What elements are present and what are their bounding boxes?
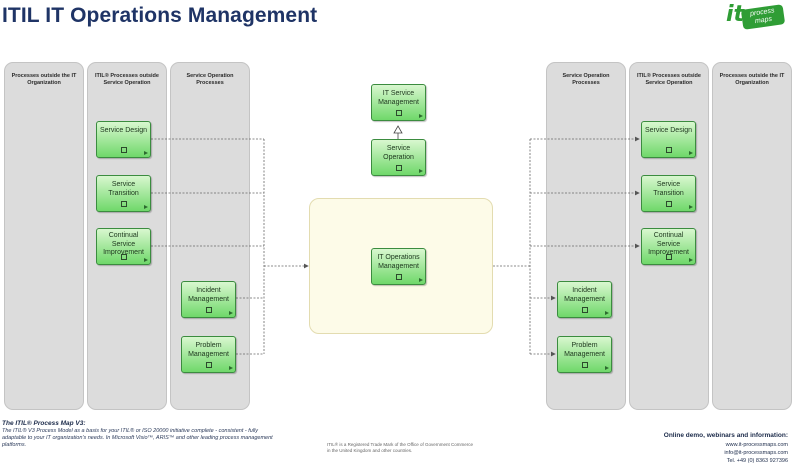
page-title: ITIL IT Operations Management: [2, 4, 318, 27]
process-label: Problem Management: [564, 342, 605, 358]
expand-arrow-icon: [229, 311, 233, 315]
email-link[interactable]: info@it-processmaps.com: [724, 450, 788, 456]
expand-arrow-icon: [419, 114, 423, 118]
process-label: Service Transition: [653, 181, 684, 197]
process-label: Incident Management: [188, 287, 229, 303]
expand-arrow-icon: [605, 311, 609, 315]
process-service-transition-left[interactable]: Service Transition: [96, 175, 151, 212]
subprocess-icon: [582, 362, 588, 368]
trademark-notice: ITIL® is a Registered Trade Mark of the …: [327, 442, 474, 453]
subprocess-icon: [396, 110, 402, 116]
expand-arrow-icon: [689, 258, 693, 262]
process-it-service-management[interactable]: IT Service Management: [371, 84, 426, 121]
subprocess-icon: [666, 254, 672, 260]
subprocess-icon: [206, 362, 212, 368]
process-label: IT Operations Management: [377, 254, 420, 270]
subprocess-icon: [121, 147, 127, 153]
expand-arrow-icon: [229, 366, 233, 370]
process-csi-right[interactable]: Continual Service Improvement: [641, 228, 696, 265]
process-service-operation[interactable]: Service Operation: [371, 139, 426, 176]
subprocess-icon: [666, 201, 672, 207]
process-label: Incident Management: [564, 287, 605, 303]
footer-description: The ITIL® V3 Process Model as a basis fo…: [2, 428, 273, 448]
process-label: Service Design: [99, 127, 148, 134]
process-problem-management-left[interactable]: Problem Management: [181, 336, 236, 373]
process-label: Continual Service Improvement: [648, 232, 689, 256]
expand-arrow-icon: [144, 205, 148, 209]
lane-title: ITIL® Processes outside Service Operatio…: [637, 73, 701, 86]
logo-prefix: it: [726, 2, 745, 27]
process-label: Service Design: [644, 127, 693, 134]
lane-processes-outside-it-left: Processes outside the IT Organization: [4, 62, 84, 410]
subprocess-icon: [666, 147, 672, 153]
process-incident-management-right[interactable]: Incident Management: [557, 281, 612, 318]
process-label: Service Transition: [108, 181, 139, 197]
process-service-transition-right[interactable]: Service Transition: [641, 175, 696, 212]
process-service-design-right[interactable]: Service Design: [641, 121, 696, 158]
contact-heading: Online demo, webinars and information:: [663, 432, 788, 439]
company-logo: it process maps: [724, 2, 786, 31]
process-label: Service Operation: [383, 145, 414, 161]
subprocess-icon: [121, 254, 127, 260]
process-service-design-left[interactable]: Service Design: [96, 121, 151, 158]
lane-title: Processes outside the IT Organization: [719, 73, 785, 86]
footer-heading: The ITIL® Process Map V3:: [2, 420, 86, 427]
hierarchy-triangle: [393, 125, 403, 134]
subprocess-icon: [396, 274, 402, 280]
expand-arrow-icon: [689, 205, 693, 209]
website-link[interactable]: www.it-processmaps.com: [725, 442, 788, 448]
subprocess-icon: [582, 307, 588, 313]
lane-processes-outside-it-right: Processes outside the IT Organization: [712, 62, 792, 410]
lane-title: Service Operation Processes: [186, 73, 234, 86]
lane-title: ITIL® Processes outside Service Operatio…: [95, 73, 159, 86]
process-label: Problem Management: [188, 342, 229, 358]
process-label: IT Service Management: [378, 90, 419, 106]
expand-arrow-icon: [605, 366, 609, 370]
expand-arrow-icon: [419, 169, 423, 173]
process-label: Continual Service Improvement: [103, 232, 144, 256]
subprocess-icon: [206, 307, 212, 313]
process-csi-left[interactable]: Continual Service Improvement: [96, 228, 151, 265]
process-incident-management-left[interactable]: Incident Management: [181, 281, 236, 318]
phone-number: Tel. +49 (0) 8363 927396: [726, 458, 788, 464]
expand-arrow-icon: [144, 258, 148, 262]
expand-arrow-icon: [144, 151, 148, 155]
process-it-operations-management[interactable]: IT Operations Management: [371, 248, 426, 285]
expand-arrow-icon: [689, 151, 693, 155]
process-problem-management-right[interactable]: Problem Management: [557, 336, 612, 373]
expand-arrow-icon: [419, 278, 423, 282]
lane-title: Service Operation Processes: [562, 73, 610, 86]
lane-title: Processes outside the IT Organization: [11, 73, 77, 86]
subprocess-icon: [121, 201, 127, 207]
subprocess-icon: [396, 165, 402, 171]
